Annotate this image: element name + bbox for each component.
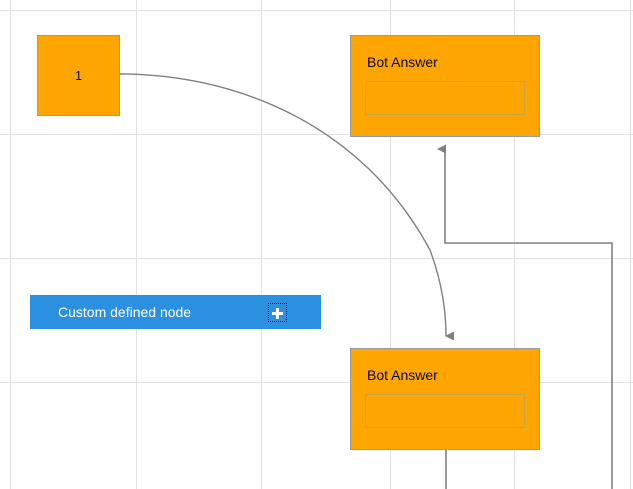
grid-line-vertical	[630, 0, 631, 489]
node-title: Bot Answer	[367, 54, 438, 70]
grid-line-horizontal	[0, 258, 633, 259]
grid-line-vertical	[136, 0, 137, 489]
node-title: Bot Answer	[367, 367, 438, 383]
grid-line-horizontal	[0, 10, 633, 11]
node-square-1[interactable]: 1	[37, 35, 120, 116]
custom-defined-node-bar[interactable]: Custom defined node	[30, 295, 321, 329]
plus-icon[interactable]	[268, 302, 287, 322]
node-answer-slot[interactable]	[365, 393, 525, 428]
grid-line-vertical	[261, 0, 262, 489]
node-bot-answer-top[interactable]: Bot Answer	[350, 35, 540, 137]
grid-line-vertical	[10, 0, 11, 489]
custom-defined-node-label: Custom defined node	[58, 304, 192, 320]
node-answer-slot[interactable]	[365, 80, 525, 115]
node-index-label: 1	[74, 68, 83, 83]
node-bot-answer-bottom[interactable]: Bot Answer	[350, 348, 540, 450]
